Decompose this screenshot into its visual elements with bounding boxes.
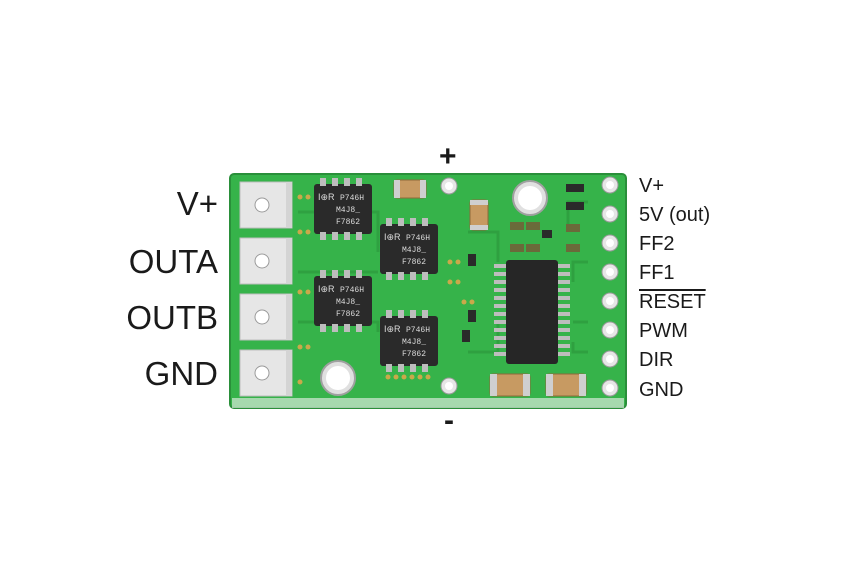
header-pin — [601, 350, 619, 368]
terminal-block — [239, 181, 293, 397]
label-pin-v-plus: V+ — [639, 175, 665, 197]
mosfet-chip: I⊕R P746H M4J8_ F7862 — [380, 310, 438, 372]
chip-marking: M4J8_ — [402, 246, 426, 255]
terminal-pad — [239, 181, 293, 229]
chip-logo: I⊕R — [318, 284, 335, 294]
motor-driver-board: I⊕R P746H M4J8_ F7862 I⊕R P746H M4J8_ F7… — [229, 173, 627, 409]
label-gnd-left: GND — [144, 355, 218, 392]
mosfet-chip: I⊕R P746H M4J8_ F7862 — [314, 178, 372, 240]
chip-logo: I⊕R — [384, 232, 401, 242]
label-plus: + — [439, 140, 457, 173]
driver-ic — [494, 260, 570, 364]
chip-marking: F7862 — [402, 258, 426, 267]
chip-logo: I⊕R — [384, 324, 401, 334]
mosfet-chip: I⊕R P746H M4J8_ F7862 — [380, 218, 438, 280]
terminal-pad — [239, 293, 293, 341]
header-pin — [601, 263, 619, 281]
label-pin-5v-out: 5V (out) — [639, 204, 711, 226]
label-pin-reset: RESET — [639, 291, 706, 313]
header-pins — [601, 176, 619, 397]
chip-marking: P746H — [340, 194, 364, 203]
label-pin-dir: DIR — [639, 349, 674, 371]
label-v-plus-left: V+ — [176, 185, 218, 222]
chip-marking: F7862 — [336, 218, 360, 227]
mounting-hole — [512, 180, 548, 216]
mounting-hole — [320, 360, 356, 396]
header-pin — [601, 292, 619, 310]
header-pin — [601, 176, 619, 194]
header-pin — [601, 379, 619, 397]
header-pin — [601, 321, 619, 339]
label-pin-ff1: FF1 — [639, 262, 675, 284]
chip-marking: F7862 — [336, 310, 360, 319]
smd-resistor-array — [462, 184, 584, 342]
header-pin — [601, 234, 619, 252]
chip-marking: M4J8_ — [402, 338, 426, 347]
chip-marking: M4J8_ — [336, 298, 360, 307]
chip-marking: P746H — [340, 286, 364, 295]
terminal-pad — [239, 237, 293, 285]
label-outa: OUTA — [128, 243, 218, 280]
label-pin-pwm: PWM — [639, 320, 688, 342]
label-minus: - — [444, 404, 454, 437]
chip-marking: P746H — [406, 326, 430, 335]
chip-marking: F7862 — [402, 350, 426, 359]
via-cluster — [297, 194, 475, 385]
mosfet-chip: I⊕R P746H M4J8_ F7862 — [314, 270, 372, 332]
chip-marking: P746H — [406, 234, 430, 243]
header-pin — [601, 205, 619, 223]
label-pin-gnd: GND — [639, 379, 684, 401]
label-outb: OUTB — [126, 299, 218, 336]
chip-marking: M4J8_ — [336, 206, 360, 215]
terminal-pad — [239, 349, 293, 397]
chip-logo: I⊕R — [318, 192, 335, 202]
label-pin-ff2: FF2 — [639, 233, 675, 255]
